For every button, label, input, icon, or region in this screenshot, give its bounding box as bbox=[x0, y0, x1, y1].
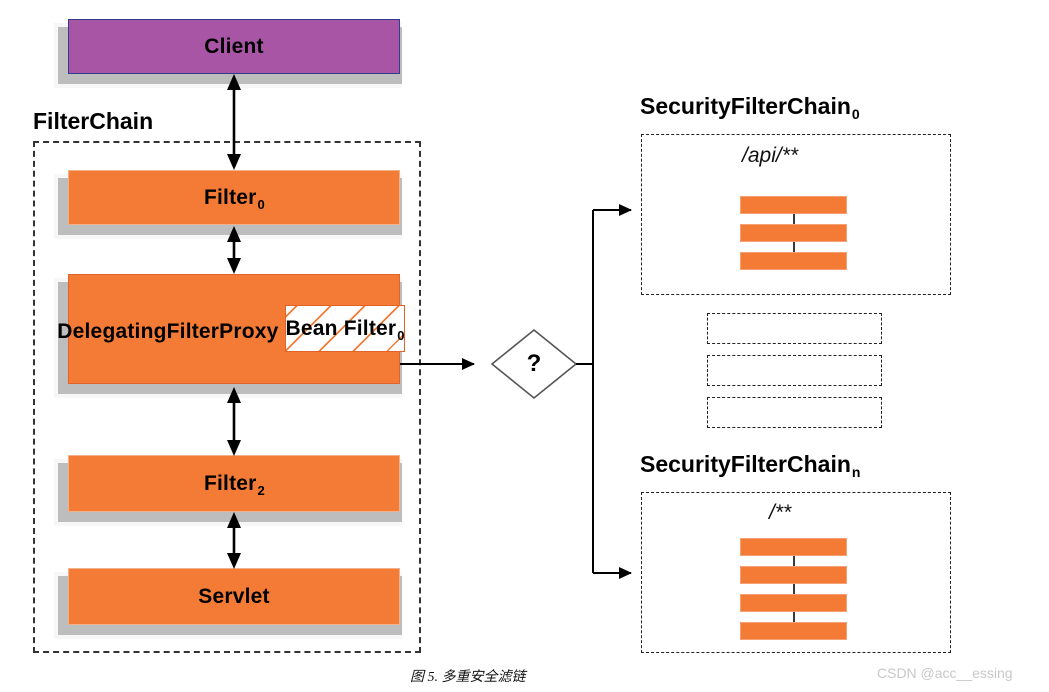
servlet-face: Servlet bbox=[68, 568, 400, 625]
filter-0-label: Filter0 bbox=[204, 186, 265, 212]
filterchain-container bbox=[33, 141, 421, 653]
client-label: Client bbox=[204, 35, 264, 58]
security-chain-n-path: /** bbox=[769, 501, 792, 524]
ellipsis-box bbox=[707, 355, 882, 386]
security-chain-n-container bbox=[641, 492, 951, 653]
decision-label: ? bbox=[526, 350, 542, 377]
watermark-text: CSDN @acc__essing bbox=[877, 665, 1013, 681]
security-chain-0-title: SecurityFilterChain0 bbox=[640, 93, 860, 122]
client-face: Client bbox=[68, 19, 400, 74]
security-chain-n-bar bbox=[740, 538, 847, 556]
filter-2-face: Filter2 bbox=[68, 455, 400, 512]
security-chain-0-container bbox=[641, 134, 951, 295]
ellipsis-box bbox=[707, 397, 882, 428]
security-chain-n-bar bbox=[740, 566, 847, 584]
client-box: Client bbox=[54, 19, 402, 88]
filter-0-box: Filter0 bbox=[54, 170, 402, 239]
security-chain-0-bar bbox=[740, 252, 847, 270]
filter-2-box: Filter2 bbox=[54, 455, 402, 526]
security-chain-0-bar bbox=[740, 224, 847, 242]
delegating-filter-proxy-box: DelegatingFilterProxy Bean Filter0 bbox=[54, 274, 405, 398]
servlet-label: Servlet bbox=[198, 585, 270, 608]
filter-2-label: Filter2 bbox=[204, 472, 265, 498]
filter-0-face: Filter0 bbox=[68, 170, 400, 225]
ellipsis-box bbox=[707, 313, 882, 344]
decision-label-wrap: ? bbox=[492, 330, 576, 398]
security-chain-n-title: SecurityFilterChainn bbox=[640, 451, 861, 480]
filterchain-title: FilterChain bbox=[33, 108, 154, 134]
security-chain-0-path: /api/** bbox=[742, 144, 799, 167]
security-chain-n-bar bbox=[740, 594, 847, 612]
dfp-title: DelegatingFilterProxy bbox=[57, 319, 279, 343]
dfp-face: DelegatingFilterProxy Bean Filter0 bbox=[57, 274, 405, 384]
security-chain-n-connector bbox=[793, 545, 795, 627]
bean-filter-box: Bean Filter0 bbox=[284, 305, 405, 352]
servlet-box: Servlet bbox=[54, 568, 402, 639]
branch-connector bbox=[576, 204, 632, 579]
security-chain-0-bar bbox=[740, 196, 847, 214]
security-chain-n-bar bbox=[740, 622, 847, 640]
figure-caption: 图 5. 多重安全滤链 bbox=[410, 670, 526, 685]
bean-filter-label: Bean Filter0 bbox=[285, 316, 405, 343]
